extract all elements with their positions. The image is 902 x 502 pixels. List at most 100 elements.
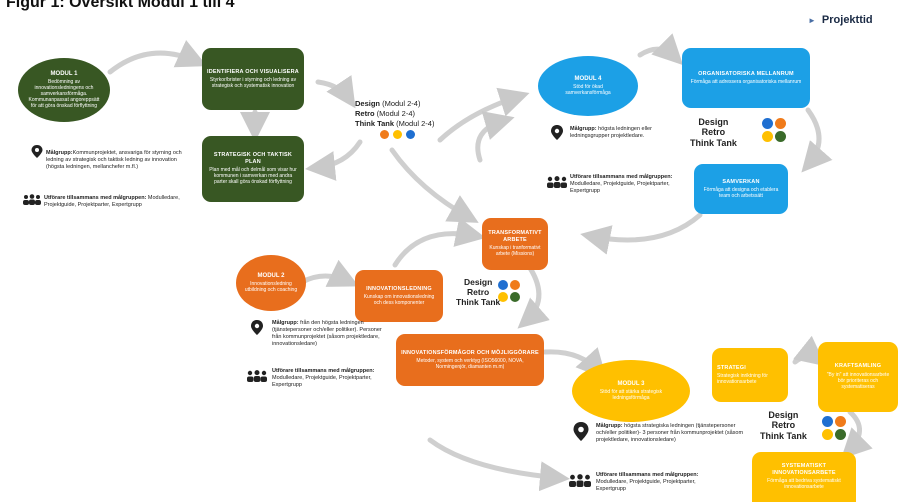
arrow-m2-oval-to-box: [299, 259, 360, 287]
module3-oval: MODUL 3 Stöd för att stärka strategisk l…: [572, 360, 690, 422]
dot-green: [775, 131, 786, 142]
arrow-m1-to-legend: [315, 75, 356, 109]
legend-retro-line: Retro (Modul 2-4): [355, 109, 434, 119]
module3-perform-label: Utförare tillsammans med målgruppen:: [596, 472, 699, 478]
module3-target-text: högsta strategiska ledningen (tjänsteper…: [596, 423, 744, 444]
location-pin-group-icon: [251, 320, 263, 335]
module1-box2-text: Plan med mål och delmål som visar hur ko…: [209, 166, 297, 186]
legend-think-line: Think Tank (Modul 2-4): [355, 119, 434, 129]
module3-box-systematiskt: SYSTEMATISKT INNOVATIONSARBETE Förmåga a…: [752, 452, 856, 502]
module2-oval-text: Innovationsledning utbildning och coachi…: [244, 280, 298, 293]
module2-color-dots: [498, 280, 522, 304]
module3-box1-heading: STRATEGI: [717, 364, 746, 371]
module4-box2-text: Förmåga att designa och etablera team oc…: [703, 186, 779, 200]
arrow-legend-to-m1box2: [305, 139, 363, 181]
module3-box2-text: "By in" att innovationsarbete bör priori…: [826, 371, 890, 391]
dot-yellow: [762, 131, 773, 142]
legend-think-rest: (Modul 2-4): [394, 119, 435, 129]
module2-drt: Design Retro Think Tank: [456, 277, 500, 307]
dot-orange: [380, 130, 389, 139]
module2-performers: Utförare tillsammans med målgruppen: Mod…: [272, 368, 384, 389]
module1-box-identify: IDENTIFIERA OCH VISUALISERA Styrkor/bris…: [202, 48, 304, 110]
module1-box-plan: STRATEGISK OCH TAKTISK PLAN Plan med mål…: [202, 136, 304, 202]
module4-box2-heading: SAMVERKAN: [722, 178, 760, 185]
dot-green: [835, 429, 846, 440]
module4-drt-retro: Retro: [701, 127, 726, 138]
arrow-m1-oval-to-box1: [107, 40, 208, 75]
module2-box2-heading: TRANSFORMATIVT ARBETE: [488, 230, 542, 243]
module3-box3-text: Förmåga att bedriva systematiskt innovat…: [767, 478, 841, 491]
legend-design-rest: (Modul 2-4): [380, 99, 421, 108]
module3-target-group: Målgrupp: högsta strategiska ledningen (…: [596, 423, 748, 444]
module1-perform-label: Utförare tillsammans med målgruppen:: [44, 195, 147, 201]
module3-target-label: Målgrupp:: [596, 423, 623, 429]
module3-box3-heading: SYSTEMATISKT INNOVATIONSARBETE: [772, 463, 836, 476]
dot-orange: [835, 416, 846, 427]
dot-orange: [510, 280, 520, 290]
module2-box2-text: Kunskap i tranformativt arbete (Missions…: [489, 245, 541, 258]
module4-drt-think: Think Tank: [690, 137, 737, 148]
dot-yellow: [822, 429, 833, 440]
dot-blue: [498, 280, 508, 290]
arrow-m3-bottom: [427, 437, 570, 492]
module4-target-group: Målgrupp: högsta ledningen eller ledning…: [570, 126, 668, 140]
module4-oval-heading: MODUL 4: [574, 76, 602, 83]
arrow-legend-to-m2: [389, 147, 479, 223]
module1-oval-heading: MODUL 1: [50, 71, 78, 78]
module2-box-transform: TRANSFORMATIVT ARBETE Kunskap i tranform…: [482, 218, 548, 270]
module3-drt: Design Retro Think Tank: [760, 410, 807, 441]
people-group-icon: [569, 474, 591, 487]
dot-green: [510, 292, 520, 302]
module2-box3-text: Metoder, system och verktyg (ISO56000, N…: [416, 357, 524, 371]
design-retro-think-legend: Design (Modul 2-4) Retro (Modul 2-4) Thi…: [355, 99, 434, 129]
module3-perform-text: Modulledare, Projektguide, Projektparter…: [596, 479, 696, 493]
arrow-m2-transform-to-box3: [517, 265, 550, 329]
module3-drt-design: Design: [768, 410, 799, 420]
legend-retro-rest: (Modul 2-4): [374, 109, 416, 119]
arrow-m2-box-to-transform: [392, 217, 486, 268]
module4-oval-text: Stöd för ökad samverkansförmåga: [565, 83, 611, 96]
module4-performers: Utförare tillsammans med målgruppen: Mod…: [570, 174, 700, 195]
module4-drt-design: Design: [698, 117, 729, 127]
figure-title: Figur 1: Översikt Modul 1 till 4: [6, 0, 235, 11]
module2-perform-text: Modulledare, Projektguide, Projektparter…: [272, 375, 372, 389]
module2-target-group: Målgrupp: från den högsta ledningen (tjä…: [272, 320, 382, 349]
legend-color-dots: [380, 130, 428, 140]
module2-drt-design: Design: [463, 277, 493, 287]
location-pin-group-icon: [551, 125, 563, 140]
module4-box-samverkan: SAMVERKAN Förmåga att designa och etable…: [694, 164, 788, 214]
people-group-icon: [547, 176, 567, 188]
arrow-m4-box-to-box2: [801, 107, 833, 173]
arrow-legend-to-m4: [437, 87, 530, 143]
dot-yellow: [393, 130, 402, 139]
project-time-text: Projekttid: [821, 14, 873, 26]
module3-performers: Utförare tillsammans med målgruppen: Mod…: [596, 472, 726, 493]
module2-perform-label: Utförare tillsammans med målgruppen:: [272, 368, 375, 374]
arrow-m3-kraft-to-sys: [840, 409, 873, 460]
module2-oval-heading: MODUL 2: [257, 273, 285, 280]
arrow-m3-strategi-to-kraft: [792, 335, 826, 367]
module3-box-kraftsamling: KRAFTSAMLING "By in" att innovationsarbe…: [818, 342, 898, 412]
module1-target-group: Målgrupp:Kommunprojektet, ansvariga för …: [46, 150, 194, 171]
dot-blue: [822, 416, 833, 427]
module4-box1-heading: ORGANISATORISKA MELLANRUM: [698, 70, 794, 77]
module1-oval-text: Bedömning av innovationsledningens och s…: [28, 78, 100, 109]
module4-perform-text: Modulledare, Projektguide, Projektparter…: [570, 181, 670, 195]
module1-box1-heading: IDENTIFIERA OCH VISUALISERA: [207, 68, 299, 75]
legend-retro-bold: Retro: [355, 109, 375, 119]
module3-color-dots: [822, 416, 848, 442]
dot-yellow: [498, 292, 508, 302]
module1-performers: Utförare tillsammans med målgruppen: Mod…: [44, 195, 184, 209]
module3-box1-text: Strategisk inriktning för innovationsarb…: [717, 372, 768, 386]
module3-box2-heading: KRAFTSAMLING: [834, 363, 882, 370]
module4-color-dots: [762, 118, 788, 144]
module2-box1-text: Kunskap om innovationsledning och dess k…: [363, 293, 435, 307]
legend-think-bold: Think Tank: [355, 119, 395, 129]
arrow-m4-to-m3: [580, 212, 703, 255]
module2-oval: MODUL 2 Innovationsledning utbildning oc…: [236, 255, 306, 311]
people-group-icon: [23, 194, 41, 205]
module4-perform-label: Utförare tillsammans med målgruppen:: [570, 174, 673, 180]
dot-orange: [775, 118, 786, 129]
module4-drt: Design Retro Think Tank: [690, 117, 737, 148]
